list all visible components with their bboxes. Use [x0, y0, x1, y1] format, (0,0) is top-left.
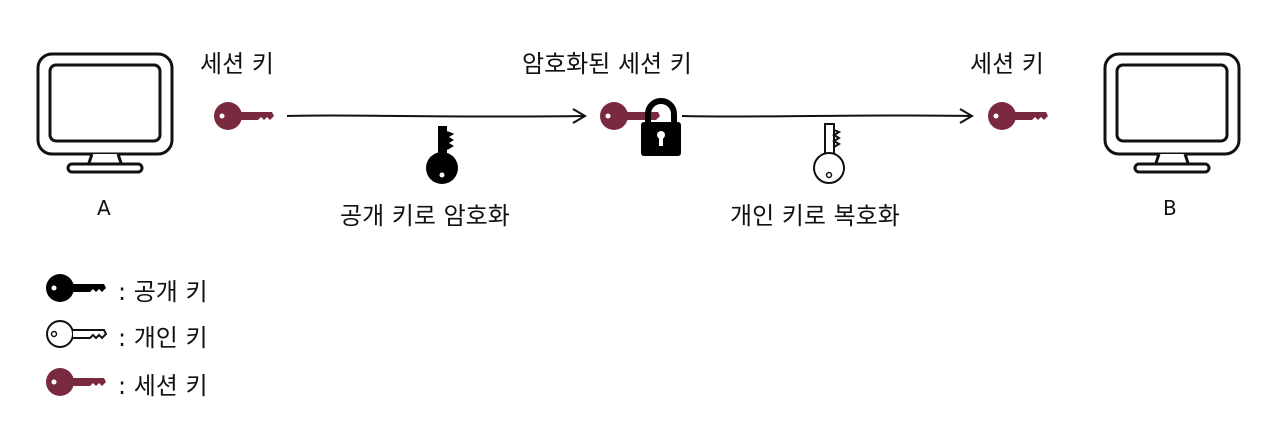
decrypt-caption: 개인 키로 복호화 — [730, 196, 900, 231]
session-key-icon — [212, 100, 276, 132]
session-key-b-label: 세션 키 — [970, 44, 1044, 79]
public-key-icon — [423, 124, 463, 188]
private-key-icon — [44, 318, 108, 350]
computer-a-icon — [30, 50, 190, 180]
public-key-icon — [44, 272, 108, 304]
arrow-a-to-middle — [285, 106, 595, 126]
legend-session-key-label: : 세션 키 — [118, 366, 208, 401]
session-key-icon — [44, 366, 108, 398]
encrypt-caption: 공개 키로 암호화 — [340, 196, 510, 231]
node-b-label: B — [1163, 196, 1177, 220]
legend-private-key-label: : 개인 키 — [118, 318, 208, 353]
session-key-a-label: 세션 키 — [200, 44, 274, 79]
node-a-label: A — [97, 196, 111, 220]
computer-b-icon — [1097, 50, 1257, 180]
session-key-icon — [986, 100, 1050, 132]
lock-icon — [638, 98, 684, 158]
private-key-icon — [810, 122, 850, 186]
encrypted-session-key-label: 암호화된 세션 키 — [522, 44, 692, 79]
legend-public-key-label: : 공개 키 — [118, 272, 208, 307]
